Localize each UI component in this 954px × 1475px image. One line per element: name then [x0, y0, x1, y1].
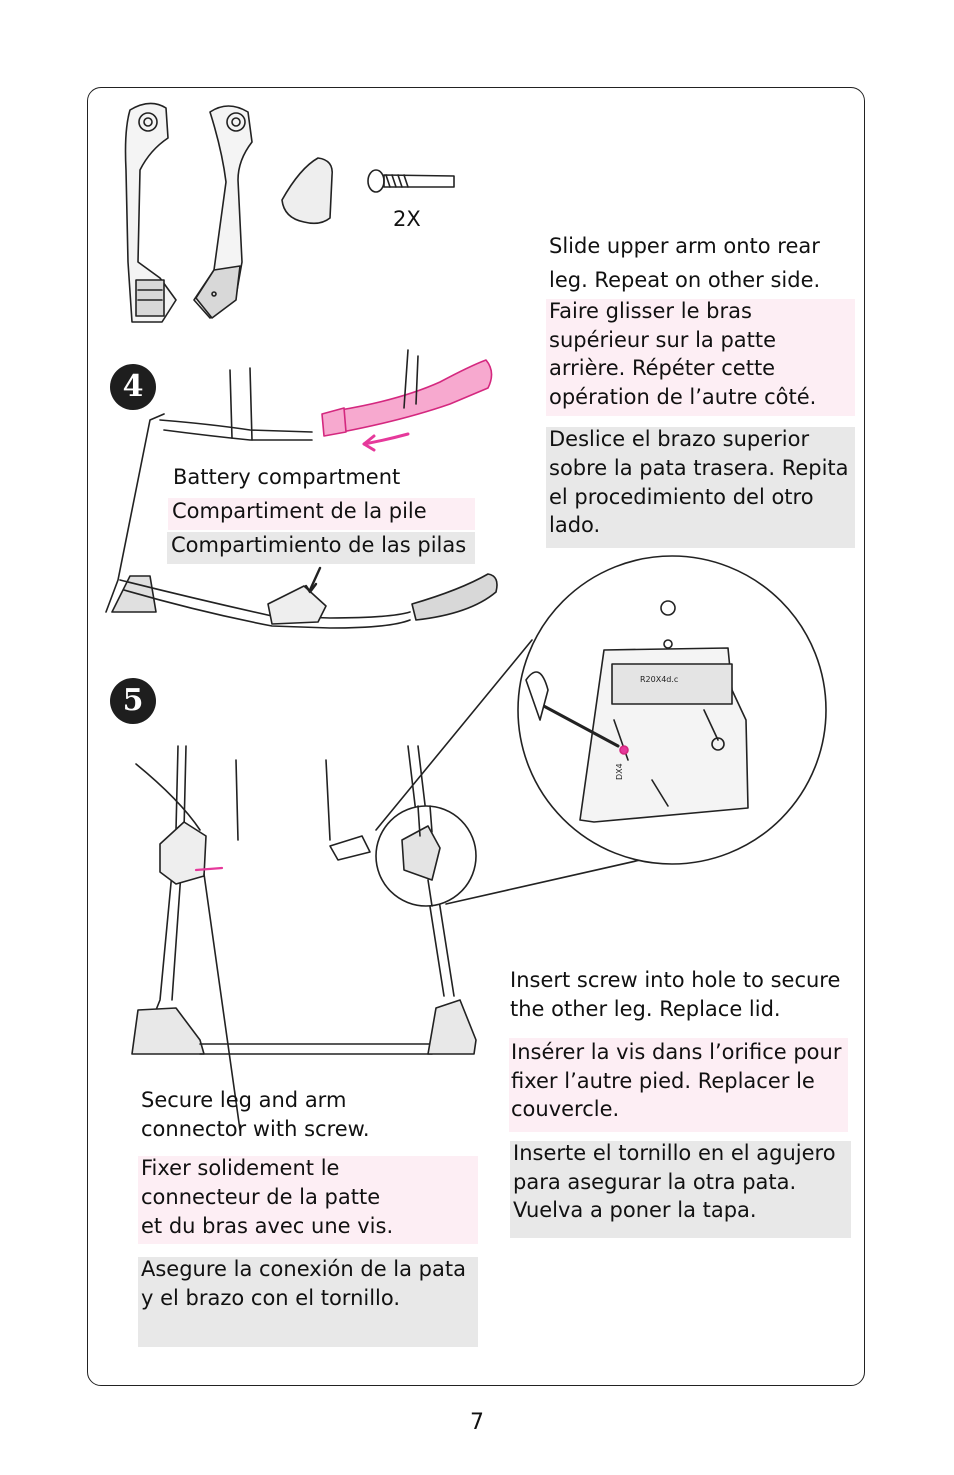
step4-es-line-4: lado. [549, 513, 601, 537]
step5-left-fr-line-2: connecteur de la patte [141, 1185, 381, 1209]
step5-right-es-line-3: Vuelva a poner la tapa. [513, 1198, 757, 1222]
step4-en-line-1: Slide upper arm onto rear [549, 234, 820, 258]
upper-arm-right-illustration [193, 105, 253, 319]
step4-fr-line-2: supérieur sur la patte [549, 328, 777, 352]
step4-spanish-panel [546, 427, 855, 548]
step4-en-line-2: leg. Repeat on other side. [549, 268, 821, 292]
battery-label-en: Battery compartment [173, 465, 401, 489]
step4-es-line-3: el procedimiento del otro [549, 485, 814, 509]
step5-right-fr-line-3: couvercle. [511, 1097, 620, 1121]
step4-fr-line-4: opération de l’autre côté. [549, 385, 817, 409]
step5-right-fr-line-2: fixer l’autre pied. Replacer le [511, 1069, 815, 1093]
battery-label-fr: Compartiment de la pile [172, 499, 427, 523]
step5-right-en-line-2: the other leg. Replace lid. [510, 997, 781, 1021]
page-frame [87, 87, 865, 1386]
step5-right-fr-line-1: Insérer la vis dans l’orifice pour [511, 1040, 842, 1064]
step5-right-en-line-1: Insert screw into hole to secure [510, 968, 841, 992]
step5-left-es-line-2: y el brazo con el tornillo. [141, 1286, 401, 1310]
step5-left-fr-line-1: Fixer solidement le [141, 1156, 340, 1180]
step-5-badge: 5 [110, 678, 156, 724]
step5-left-fr-line-3: et du bras avec une vis. [141, 1214, 394, 1238]
battery-label-es: Compartimiento de las pilas [171, 533, 467, 557]
detail-label-battery-type: R20X4d.c [640, 675, 678, 684]
step-4-badge: 4 [110, 364, 156, 410]
step4-fr-line-3: arrière. Répéter cette [549, 356, 776, 380]
step4-illustration [105, 349, 498, 629]
step4-fr-line-1: Faire glisser le bras [549, 299, 752, 323]
step5-right-es-line-1: Inserte el tornillo en el agujero [513, 1141, 836, 1165]
detail-label-dx4: DX4 [615, 763, 624, 780]
step5-left-es-line-1: Asegure la conexión de la pata [141, 1257, 466, 1281]
step4-french-panel [546, 299, 855, 416]
page-number: 7 [470, 1410, 484, 1435]
step5-left-french-panel [138, 1156, 478, 1244]
step5-right-french-panel [509, 1038, 848, 1132]
step5-left-en-line-2: connector with screw. [141, 1117, 370, 1141]
step5-left-en-line-1: Secure leg and arm [141, 1088, 347, 1112]
step5-right-spanish-panel [510, 1141, 851, 1238]
battery-label-es-panel [167, 532, 475, 564]
battery-label-fr-panel [168, 498, 475, 530]
step4-es-line-2: sobre la pata trasera. Repita [549, 456, 849, 480]
step5-illustration: R20X4d.c DX4 [131, 555, 827, 1131]
screw-quantity: 2X [393, 207, 421, 231]
lid-and-screw-illustration [281, 157, 455, 225]
step5-left-spanish-panel [138, 1257, 478, 1347]
step5-right-es-line-2: para asegurar la otra pata. [513, 1170, 797, 1194]
step4-es-line-1: Deslice el brazo superior [549, 427, 810, 451]
upper-arm-left-illustration [124, 102, 177, 323]
